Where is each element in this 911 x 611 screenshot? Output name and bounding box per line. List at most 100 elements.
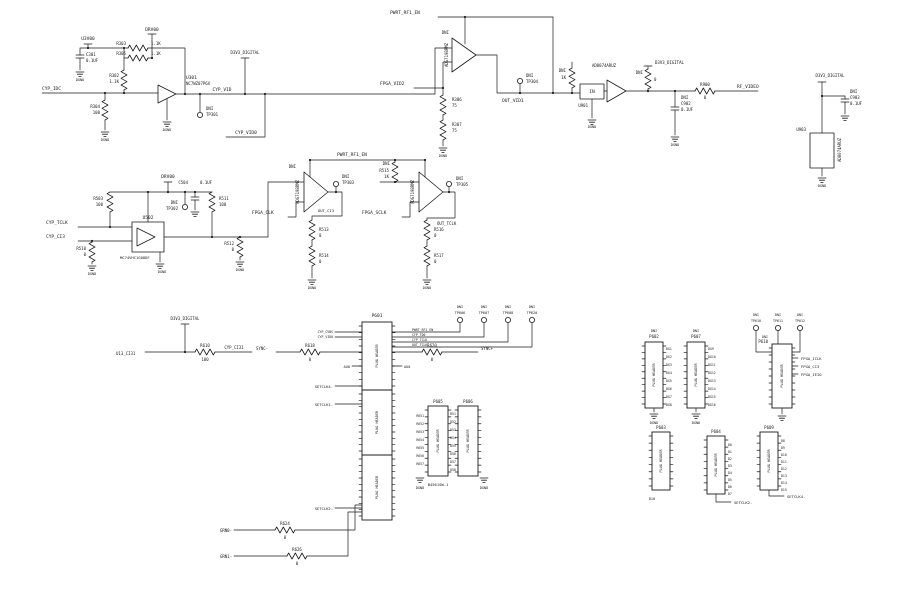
junction-dot — [393, 158, 397, 162]
net-label: C301 — [86, 52, 96, 57]
net-label: RF_VIDEO — [737, 84, 759, 90]
wire — [434, 47, 453, 95]
net-label: R512 — [224, 241, 234, 246]
net-label: D9 — [781, 446, 785, 450]
net-label: ADG719BRMZ — [295, 179, 300, 204]
net-label: DG2 — [666, 355, 672, 359]
net-label: D56 — [450, 452, 456, 456]
net-label: R515 — [379, 168, 389, 173]
net-label: TP304 — [526, 79, 539, 84]
plug-header-label: PLUG HEADER — [375, 344, 379, 368]
net-label: DRV00 — [145, 27, 159, 33]
net-label: NC7WZ07P6X — [186, 81, 211, 86]
net-label: B4561SW-1 — [428, 482, 449, 487]
resistor-symbol — [286, 552, 308, 560]
plug-header — [427, 405, 449, 477]
net-label: TP611 — [773, 319, 783, 323]
net-label: D54 — [450, 436, 456, 440]
testpoint — [445, 180, 452, 187]
net-label: 0 — [296, 561, 299, 566]
net-label: CYP_TD0 — [412, 333, 426, 337]
wire — [715, 493, 732, 503]
net-label: DNI — [681, 95, 689, 100]
net-label: R656 — [416, 454, 424, 458]
wire — [287, 201, 305, 218]
ic-box — [809, 132, 835, 169]
net-label: DGND — [692, 421, 700, 425]
net-label: FPGA_SCLK — [362, 210, 387, 216]
net-label: U301 — [186, 75, 197, 81]
net-label: DG5 — [666, 379, 672, 383]
wire — [267, 181, 305, 238]
net-label: R900 — [700, 82, 710, 87]
net-label: DNI — [797, 313, 803, 317]
net-label: D1 — [728, 450, 732, 454]
wire — [791, 330, 801, 353]
net-label: MC74VHC1G08DF — [120, 255, 150, 260]
amp-symbol — [606, 79, 627, 103]
net-label: R651 — [416, 414, 424, 418]
net-label: DGND — [416, 486, 424, 490]
net-label: D15 — [781, 488, 787, 492]
net-label: DGND — [158, 270, 166, 274]
plug-header — [706, 435, 726, 495]
amp-symbol — [136, 227, 156, 247]
net-label: 0 — [284, 535, 287, 540]
net-label: D12 — [781, 467, 787, 471]
ground-symbol — [587, 119, 597, 125]
ground-symbol — [422, 279, 432, 285]
plug-header-label: PLUG HEADER — [652, 363, 656, 387]
capacitor-symbol — [190, 196, 200, 201]
wire — [768, 489, 785, 497]
net-label: DGND — [439, 154, 447, 158]
plug-header — [644, 341, 664, 409]
net-label: D14 — [781, 481, 787, 485]
net-label: R517 — [434, 253, 444, 258]
ground-symbol — [817, 177, 827, 183]
junction-dot — [243, 92, 247, 96]
net-label: DNI — [206, 106, 214, 111]
resistor-symbol — [299, 348, 321, 356]
testpoint — [196, 112, 203, 119]
ground-symbol — [235, 261, 245, 267]
net-label: DNI — [342, 174, 350, 179]
amp-symbol — [157, 84, 177, 104]
testpoint — [332, 180, 339, 187]
net-label: D10 — [649, 497, 655, 501]
net-label: R306 — [452, 97, 462, 102]
net-label: P604 — [711, 429, 721, 434]
testpoint — [775, 324, 782, 331]
junction-dot — [447, 190, 451, 194]
net-label: 100 — [201, 357, 209, 362]
plug-header-label: PLUG HEADER — [694, 363, 698, 387]
junction-dot — [646, 89, 650, 93]
net-label: DGND — [423, 286, 431, 290]
junction-dot — [122, 91, 126, 95]
junction-dot — [86, 46, 90, 50]
plug-header-label: PLUG HEADER — [375, 475, 379, 499]
net-label: 0 — [309, 357, 312, 362]
net-label: CYP_CI31 — [224, 345, 244, 350]
net-label: FPGA_ICLK — [801, 356, 822, 361]
testpoint — [504, 316, 511, 323]
net-label: CYP_IDC — [42, 86, 61, 92]
net-label: DGND — [101, 138, 109, 142]
net-label: 1.1K — [151, 51, 161, 56]
net-label: FPGA_CI3 — [801, 364, 819, 369]
net-label: U13_CI31 — [116, 351, 136, 356]
resistor-symbol — [308, 245, 316, 267]
wire — [391, 322, 509, 343]
plug-header — [457, 405, 479, 477]
net-label: D11 — [781, 460, 787, 464]
net-label: DGND — [88, 272, 96, 276]
net-label: GRN0- — [220, 528, 232, 533]
net-label: DNI — [850, 89, 858, 94]
net-label: 75 — [452, 103, 457, 108]
wire — [311, 191, 343, 221]
resistor-symbol — [106, 191, 114, 213]
net-label: R305 — [116, 51, 126, 56]
net-label: OUT_TCLK — [412, 343, 427, 347]
net-label: SYNC+ — [481, 346, 494, 351]
